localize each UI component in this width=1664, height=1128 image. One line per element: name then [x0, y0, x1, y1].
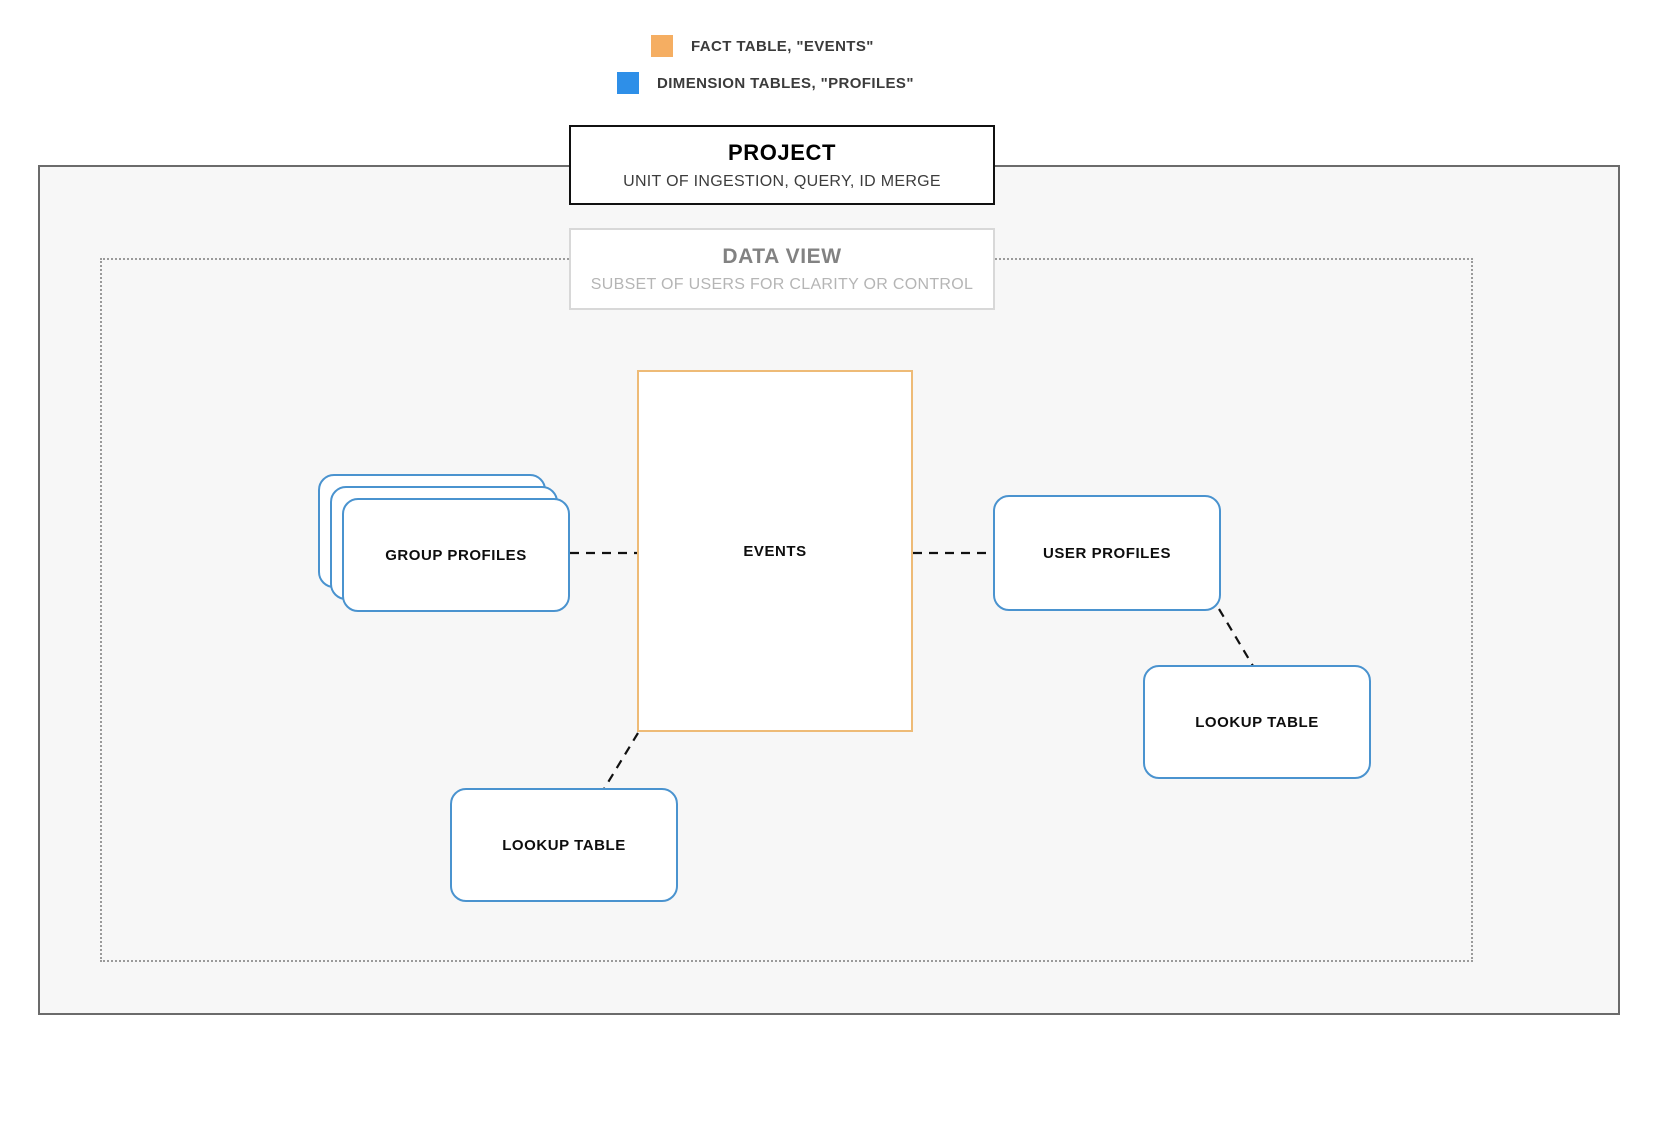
node-lookup-table-right-label: LOOKUP TABLE: [1195, 713, 1319, 731]
project-title-card: PROJECT UNIT OF INGESTION, QUERY, ID MER…: [569, 125, 995, 205]
node-user-profiles-label: USER PROFILES: [1043, 544, 1171, 562]
node-user-profiles[interactable]: USER PROFILES: [993, 495, 1221, 611]
data-view-title-card: DATA VIEW SUBSET OF USERS FOR CLARITY OR…: [569, 228, 995, 310]
node-group-profiles[interactable]: GROUP PROFILES: [318, 474, 570, 612]
node-lookup-table-right[interactable]: LOOKUP TABLE: [1143, 665, 1371, 779]
node-group-profiles-card-front[interactable]: GROUP PROFILES: [342, 498, 570, 612]
node-events[interactable]: EVENTS: [637, 370, 913, 732]
data-view-title: DATA VIEW: [722, 244, 842, 268]
node-group-profiles-label: GROUP PROFILES: [385, 546, 527, 564]
project-subtitle: UNIT OF INGESTION, QUERY, ID MERGE: [623, 172, 941, 190]
legend-item-dimension-tables: DIMENSION TABLES, "PROFILES": [617, 72, 914, 94]
orange-square-icon: [651, 35, 673, 57]
node-lookup-table-left[interactable]: LOOKUP TABLE: [450, 788, 678, 902]
blue-square-icon: [617, 72, 639, 94]
legend-label-dimension-tables: DIMENSION TABLES, "PROFILES": [657, 74, 914, 92]
data-view-subtitle: SUBSET OF USERS FOR CLARITY OR CONTROL: [590, 275, 974, 293]
node-lookup-table-left-label: LOOKUP TABLE: [502, 836, 626, 854]
legend-label-fact-table: FACT TABLE, "EVENTS": [691, 37, 874, 55]
node-events-label: EVENTS: [743, 542, 807, 560]
project-title: PROJECT: [727, 139, 837, 165]
legend-item-fact-table: FACT TABLE, "EVENTS": [651, 35, 874, 57]
